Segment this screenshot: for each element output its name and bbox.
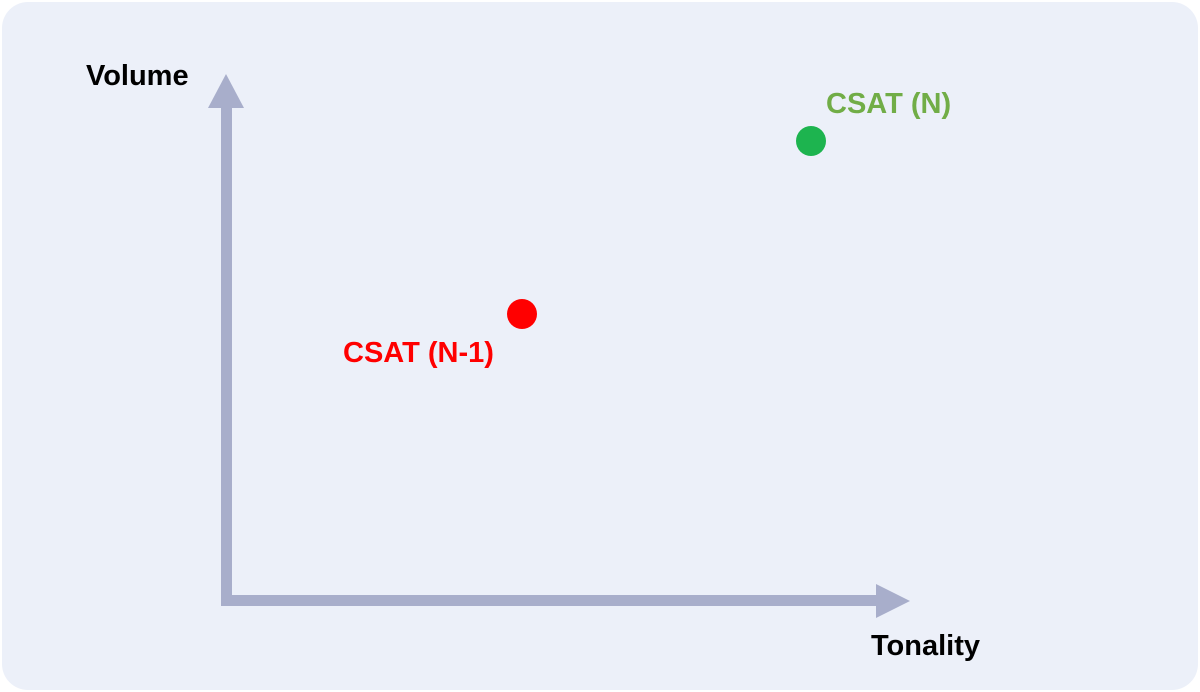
x-axis-label: Tonality [871, 630, 981, 662]
point-label-csat-n: CSAT (N) [826, 88, 952, 120]
x-axis-arrowhead [876, 584, 910, 618]
point-csat-n [796, 126, 826, 156]
point-label-csat-n-minus-1: CSAT (N-1) [343, 337, 494, 369]
point-csat-n-minus-1 [507, 299, 537, 329]
y-axis-line [221, 102, 232, 606]
y-axis-arrowhead [208, 74, 244, 108]
x-axis-line [221, 595, 884, 606]
y-axis-label: Volume [86, 60, 189, 92]
